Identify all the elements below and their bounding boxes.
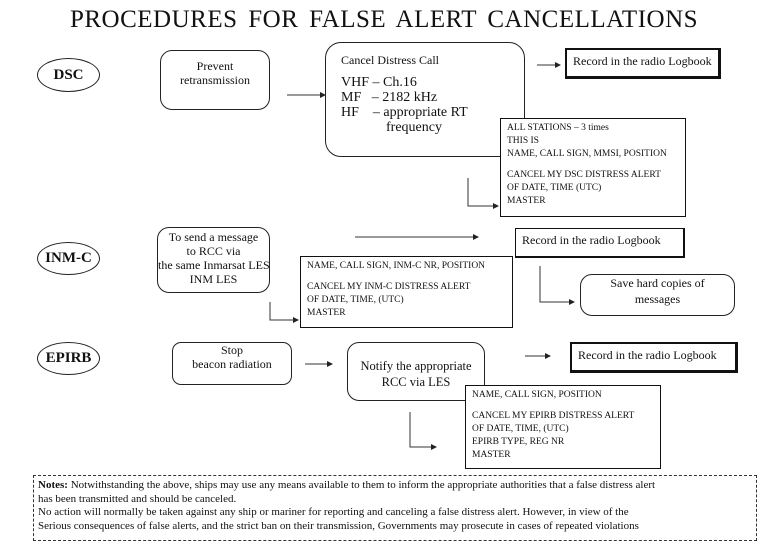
message-line: OF DATE, TIME, (UTC) <box>307 295 404 305</box>
notes-line: No action will normally be taken against… <box>38 506 629 518</box>
dsc-cancel-box: Cancel Distress Call VHF – Ch.16 MF – 21… <box>325 42 525 157</box>
inmc-save-box: Save hard copies of messages <box>580 274 735 316</box>
message-gap <box>307 273 506 281</box>
dsc-oval: DSC <box>37 58 100 92</box>
epirb-message-box: NAME, CALL SIGN, POSITION CANCEL MY EPIR… <box>465 385 661 469</box>
arrow-dsc-to-message <box>467 178 499 209</box>
box-line: to RCC via <box>186 244 241 258</box>
box-line: Stop <box>220 343 243 357</box>
inmc-oval: INM-C <box>37 242 100 275</box>
epirb-record-box: Record in the radio Logbook <box>570 342 738 373</box>
box-line: To send a message <box>168 230 259 244</box>
message-line: MASTER <box>507 196 546 206</box>
epirb-oval: EPIRB <box>37 342 100 375</box>
box-line: Save hard copies of <box>610 276 705 290</box>
box-line: retransmission <box>180 73 250 87</box>
message-line: NAME, CALL SIGN, POSITION <box>472 390 602 400</box>
message-gap <box>507 161 679 169</box>
cancel-line: HF – appropriate RT <box>341 105 468 120</box>
box-line: INM LES <box>189 272 238 286</box>
inmc-record-box: Record in the radio Logbook <box>515 228 685 258</box>
message-line: CANCEL MY DSC DISTRESS ALERT <box>507 170 661 180</box>
message-line: NAME, CALL SIGN, MMSI, POSITION <box>507 149 667 159</box>
message-line: EPIRB TYPE, REG NR <box>472 437 565 447</box>
message-line: MASTER <box>472 450 511 460</box>
notes-line: has been transmitted and should be cance… <box>38 492 237 505</box>
dsc-record-box: Record in the radio Logbook <box>565 48 721 79</box>
box-line: messages <box>634 292 681 306</box>
cancel-line: frequency <box>386 120 442 135</box>
box-line: RCC via LES <box>381 375 451 389</box>
notes-first-line: Notes: Notwithstanding the above, ships … <box>38 479 752 493</box>
cancel-heading: Cancel Distress Call <box>341 53 439 67</box>
notes-line: Notwithstanding the above, ships may use… <box>67 479 656 491</box>
message-gap <box>472 402 654 410</box>
box-line: Prevent <box>196 59 234 73</box>
message-line: NAME, CALL SIGN, INM-C NR, POSITION <box>307 261 486 271</box>
message-line: ALL STATIONS – 3 times <box>507 123 609 133</box>
dsc-prevent-box: Prevent retransmission <box>160 50 270 110</box>
arrow-inmc-record-to-save <box>539 266 575 305</box>
notes-box: Notes: Notwithstanding the above, ships … <box>33 475 757 541</box>
inmc-send-box: To send a message to RCC via the same In… <box>157 227 270 293</box>
message-line: OF DATE, TIME, (UTC) <box>472 424 569 434</box>
inmc-message-box: NAME, CALL SIGN, INM-C NR, POSITION CANC… <box>300 256 513 328</box>
message-line: CANCEL MY EPIRB DISTRESS ALERT <box>472 411 635 421</box>
epirb-notify-box: Notify the appropriate RCC via LES <box>347 342 485 401</box>
cancel-line: VHF – Ch.16 <box>341 75 417 90</box>
message-line: MASTER <box>307 308 346 318</box>
message-line: THIS IS <box>507 136 539 146</box>
message-line: OF DATE, TIME (UTC) <box>507 183 602 193</box>
cancel-line: MF – 2182 kHz <box>341 90 438 105</box>
arrow-inmc-to-message <box>269 302 299 323</box>
box-line: Notify the appropriate <box>360 359 472 373</box>
notes-line: Serious consequences of false alerts, an… <box>38 519 639 532</box>
notes-label: Notes: <box>38 479 68 491</box>
page-title: PROCEDURES FOR FALSE ALERT CANCELLATIONS <box>69 6 699 33</box>
arrow-epirb-to-message <box>409 412 437 450</box>
epirb-stop-box: Stop beacon radiation <box>172 342 292 385</box>
dsc-message-box: ALL STATIONS – 3 times THIS IS NAME, CAL… <box>500 118 686 217</box>
message-line: CANCEL MY INM-C DISTRESS ALERT <box>307 282 471 292</box>
box-line: the same Inmarsat LES <box>158 258 270 272</box>
box-line: beacon radiation <box>192 357 272 371</box>
